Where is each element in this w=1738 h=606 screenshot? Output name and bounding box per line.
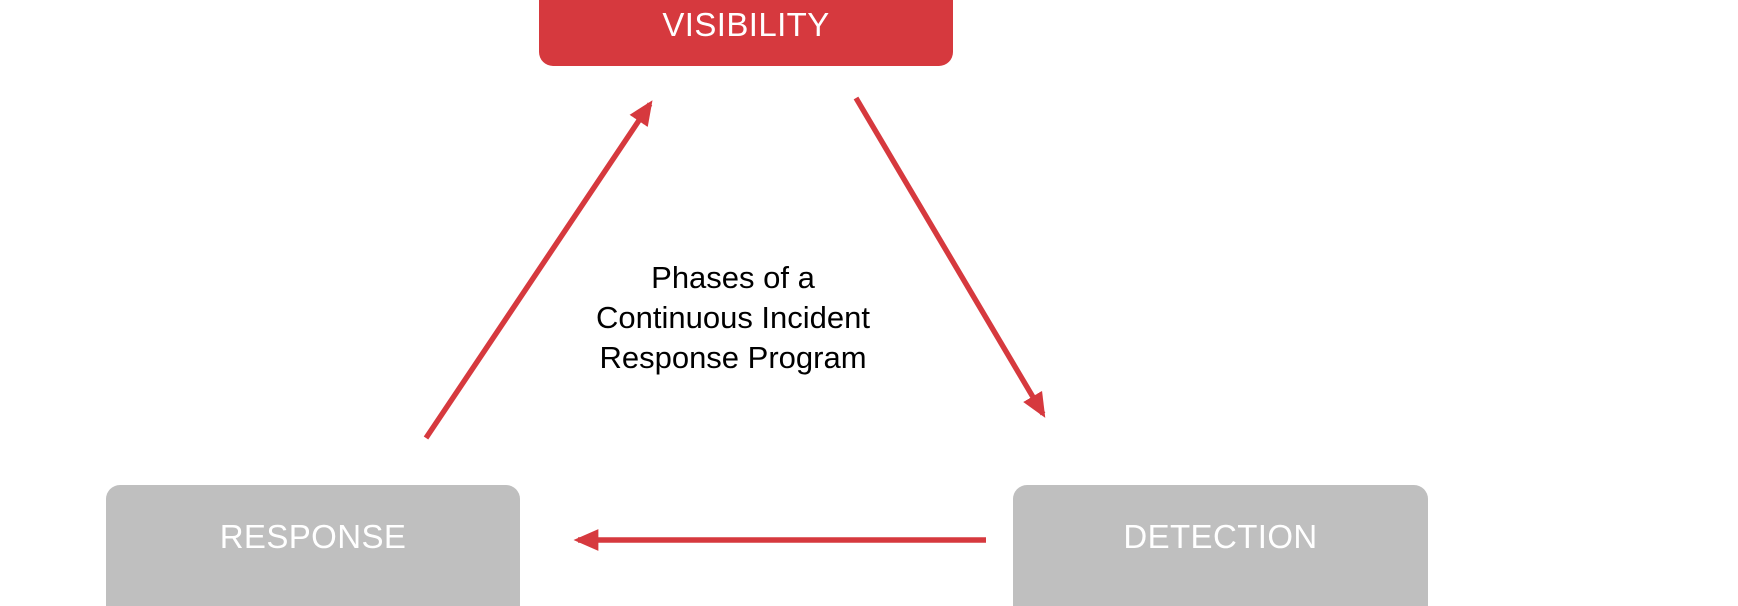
center-caption-line-3: Response Program xyxy=(599,340,867,375)
node-visibility-label: VISIBILITY xyxy=(662,6,830,44)
node-response-label: RESPONSE xyxy=(219,518,407,555)
center-caption: Phases of a Continuous Incident Response… xyxy=(533,258,933,378)
center-caption-line-1: Phases of a xyxy=(651,260,815,295)
node-detection[interactable]: DETECTION xyxy=(1013,485,1428,606)
center-caption-line-2: Continuous Incident xyxy=(595,300,871,335)
node-visibility[interactable]: VISIBILITY xyxy=(539,0,953,66)
node-response[interactable]: RESPONSE xyxy=(106,485,520,606)
node-detection-label: DETECTION xyxy=(1123,518,1318,555)
